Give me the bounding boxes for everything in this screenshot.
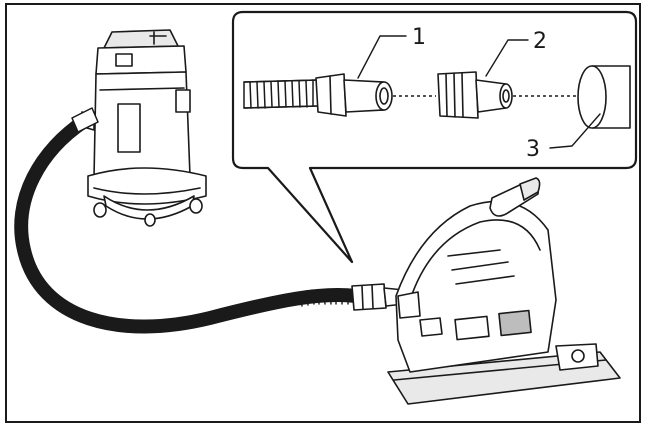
hose-icon — [14, 107, 363, 334]
callout-label-3: 3 — [526, 137, 540, 162]
callout-label-2: 2 — [533, 29, 547, 54]
detail-callout-bubble — [231, 10, 638, 264]
detail-part-1-hose-cuff — [315, 73, 393, 117]
detail-hose-end — [243, 79, 319, 109]
callout-label-1: 1 — [412, 25, 426, 50]
detail-part-2-adapter — [437, 71, 513, 119]
plunge-saw-icon — [387, 177, 621, 405]
detail-part-3-dust-port — [577, 65, 631, 129]
callout-leaders — [357, 35, 601, 149]
